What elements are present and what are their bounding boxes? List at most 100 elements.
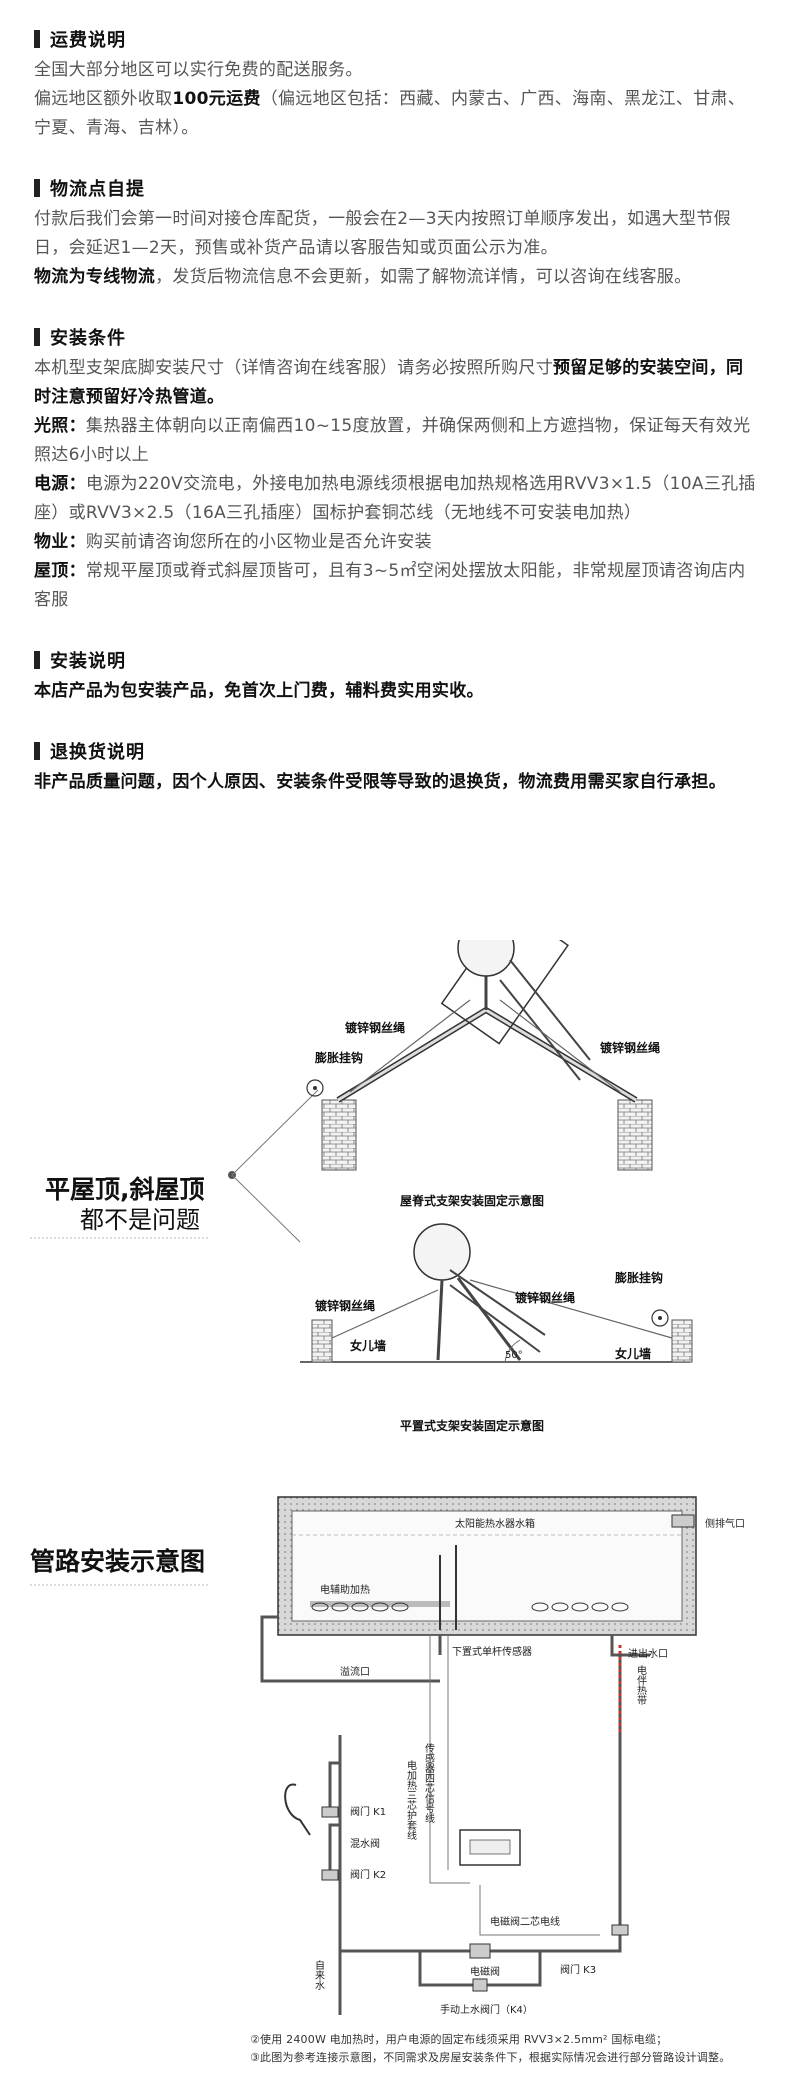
section-paragraph: 电源：电源为220V交流电，外接电加热电源线须根据电加热规格选用RVV3×1.5… [34, 470, 756, 528]
section-4: 退换货说明非产品质量问题，因个人原因、安装条件受限等导致的退换货，物流费用需买家… [34, 738, 756, 797]
note-3: ③此图为参考连接示意图，不同需求及房屋安装条件下，根据实际情况会进行部分管路设计… [250, 2051, 731, 2064]
paragraph-lead: 电源： [34, 474, 86, 494]
roof-headline-2: 都不是问题 [80, 1206, 200, 1234]
section-bar-icon [34, 30, 40, 48]
valve-k2-label: 阀门 K2 [350, 1868, 386, 1881]
section-paragraph: 物流为专线物流，发货后物流信息不会更新，如需了解物流详情，可以咨询在线客服。 [34, 263, 756, 292]
ridge-roof-drawing [306, 940, 653, 1171]
roof-headline-1: 平屋顶,斜屋顶 [45, 1175, 205, 1204]
section-3: 安装说明本店产品为包安装产品，免首次上门费，辅料费实用实收。 [34, 647, 756, 706]
heat-tape-label: 电伴热带 [635, 1664, 647, 1706]
section-header: 安装条件 [34, 324, 756, 350]
section-paragraph: 偏远地区额外收取100元运费（偏远地区包括：西藏、内蒙古、广西、海南、黑龙江、甘… [34, 85, 756, 143]
connector-line-top [231, 1089, 319, 1176]
section-title: 安装说明 [50, 651, 126, 672]
wire-network [429, 1635, 600, 1936]
sensor-label: 下置式单杆传感器 [452, 1645, 532, 1658]
section-0: 运费说明全国大部分地区可以实行免费的配送服务。偏远地区额外收取100元运费（偏远… [34, 26, 756, 143]
paragraph-bold: 本店产品为包安装产品，免首次上门费，辅料费实用实收。 [34, 681, 484, 701]
section-paragraph: 屋顶：常规平屋顶或脊式斜屋顶皆可，且有3~5㎡空闲处摆放太阳能，非常规屋顶请咨询… [34, 557, 756, 615]
ridge-caption: 屋脊式支架安装固定示意图 [400, 1193, 544, 1208]
section-bar-icon [34, 179, 40, 197]
paragraph-strong: 预留足够的安装空间，同时注意预留好冷热管道。 [34, 358, 744, 407]
valve-k1-shape [321, 1806, 339, 1818]
ridge-label-hook: 膨胀挂钩 [314, 1050, 363, 1065]
flat-label-angle: 50° [505, 1350, 523, 1361]
paragraph-lead: 物业： [34, 532, 86, 552]
section-title: 物流点自提 [50, 179, 145, 200]
flat-label-wire-left: 镀锌钢丝绳 [315, 1298, 375, 1313]
section-title: 退换货说明 [50, 742, 145, 763]
overflow-label: 溢流口 [340, 1665, 370, 1678]
valve-k3-shape [611, 1924, 629, 1936]
section-bar-icon [34, 651, 40, 669]
solenoid-wire-label: 电磁阀二芯电线 [490, 1915, 560, 1928]
paragraph-bold: 非产品质量问题，因个人原因、安装条件受限等导致的退换货，物流费用需买家自行承担。 [34, 772, 726, 792]
paragraph-lead: 物流为专线物流 [34, 267, 156, 287]
section-1: 物流点自提付款后我们会第一时间对接仓库配货，一般会在2—3天内按照订单顺序发出，… [34, 175, 756, 292]
mixing-valve-label: 混水阀 [350, 1837, 380, 1850]
valve-k2-shape [321, 1869, 339, 1881]
paragraph-text: ，发货后物流信息不会更新，如需了解物流详情，可以咨询在线客服。 [155, 267, 692, 287]
ridge-label-wire-left: 镀锌钢丝绳 [345, 1020, 405, 1035]
tap-water-label: 自来水 [313, 1959, 325, 1990]
section-bar-icon [34, 328, 40, 346]
section-header: 安装说明 [34, 647, 756, 673]
section-header: 物流点自提 [34, 175, 756, 201]
section-paragraph: 本机型支架底脚安装尺寸（详情咨询在线客服）请务必按照所购尺寸预留足够的安装空间，… [34, 354, 756, 412]
section-header: 退换货说明 [34, 738, 756, 764]
flat-caption: 平置式支架安装固定示意图 [400, 1418, 544, 1433]
flat-label-hook: 膨胀挂钩 [614, 1270, 663, 1285]
manual-valve-label: 手动上水阀门（K4） [440, 2003, 533, 2016]
section-paragraph: 本店产品为包安装产品，免首次上门费，辅料费实用实收。 [34, 677, 756, 706]
controller-display [469, 1839, 511, 1855]
paragraph-strong: 100元运费 [172, 89, 261, 109]
pipe-installation-diagram: 管路安装示意图 太阳能热水器水箱 侧排气口 电辅助加热 [30, 1496, 745, 2016]
section-paragraph: 光照：集热器主体朝向以正南偏西10~15度放置，并确保两侧和上方遮挡物，保证每天… [34, 412, 756, 470]
sensor-wire-label: 传感器四芯信号线 [423, 1743, 435, 1823]
ridge-label-wire-right: 镀锌钢丝绳 [600, 1040, 660, 1055]
valve-k3-label: 阀门 K3 [560, 1963, 596, 1976]
paragraph-pre: 偏远地区额外收取 [34, 89, 173, 109]
note-2: ②使用 2400W 电加热时，用户电源的固定布线须采用 RVV3×2.5mm² … [250, 2033, 668, 2046]
section-title: 安装条件 [50, 328, 126, 349]
section-title: 运费说明 [50, 30, 126, 51]
paragraph-lead: 屋顶： [34, 561, 86, 581]
paragraph-text: 全国大部分地区可以实行免费的配送服务。 [34, 60, 363, 80]
shower-hose [284, 1783, 311, 1836]
water-tank [277, 1496, 697, 1636]
flat-label-wall-right: 女儿墙 [615, 1346, 651, 1361]
exhaust-label: 侧排气口 [705, 1517, 745, 1530]
paragraph-text: 电源为220V交流电，外接电加热电源线须根据电加热规格选用RVV3×1.5（10… [34, 474, 756, 523]
paragraph-lead: 光照： [34, 416, 86, 436]
paragraph-text: 集热器主体朝向以正南偏西10~15度放置，并确保两侧和上方遮挡物，保证每天有效光… [34, 416, 751, 465]
paragraph-text: 常规平屋顶或脊式斜屋顶皆可，且有3~5㎡空闲处摆放太阳能，非常规屋顶请咨询店内客… [34, 561, 746, 610]
heater-wire-label: 电加热三芯护套线 [405, 1759, 417, 1840]
section-paragraph: 付款后我们会第一时间对接仓库配货，一般会在2—3天内按照订单顺序发出，如遇大型节… [34, 205, 756, 263]
inout-label: 进出水口 [628, 1647, 668, 1660]
paragraph-text: 购买前请咨询您所在的小区物业是否允许安装 [85, 532, 432, 552]
section-bar-icon [34, 742, 40, 760]
connector-line-bottom [231, 1174, 301, 1243]
solenoid-valve [469, 1943, 491, 1959]
flat-label-wire-right: 镀锌钢丝绳 [515, 1290, 575, 1305]
tank-label: 太阳能热水器水箱 [455, 1517, 535, 1530]
flat-label-wall-left: 女儿墙 [350, 1338, 386, 1353]
paragraph-text: 付款后我们会第一时间对接仓库配货，一般会在2—3天内按照订单顺序发出，如遇大型节… [34, 209, 731, 258]
solenoid-label: 电磁阀 [470, 1965, 500, 1978]
valve-k1-label: 阀门 K1 [350, 1805, 386, 1818]
pipe-network [260, 1615, 650, 2015]
pipe-headline: 管路安装示意图 [30, 1547, 205, 1576]
section-paragraph: 物业：购买前请咨询您所在的小区物业是否允许安装 [34, 528, 756, 557]
info-sections: 运费说明全国大部分地区可以实行免费的配送服务。偏远地区额外收取100元运费（偏远… [34, 26, 756, 829]
section-paragraph: 非产品质量问题，因个人原因、安装条件受限等导致的退换货，物流费用需买家自行承担。 [34, 768, 756, 797]
valve-k4-shape [472, 1978, 488, 1992]
flat-roof-drawing [300, 1223, 693, 1363]
section-paragraph: 全国大部分地区可以实行免费的配送服务。 [34, 56, 756, 85]
heater-label: 电辅助加热 [320, 1583, 370, 1596]
section-2: 安装条件本机型支架底脚安装尺寸（详情咨询在线客服）请务必按照所购尺寸预留足够的安… [34, 324, 756, 615]
roof-installation-diagram: 平屋顶,斜屋顶 都不是问题 镀锌钢丝绳 膨胀挂钩 镀锌钢丝绳 屋脊式支架安装固定… [30, 940, 693, 1433]
section-header: 运费说明 [34, 26, 756, 52]
paragraph-pre: 本机型支架底脚安装尺寸（详情咨询在线客服）请务必按照所购尺寸 [34, 358, 553, 378]
paragraph-post: （偏远地区包括：西藏、内蒙古、广西、海南、黑龙江、甘肃、宁夏、青海、吉林）。 [34, 89, 746, 138]
